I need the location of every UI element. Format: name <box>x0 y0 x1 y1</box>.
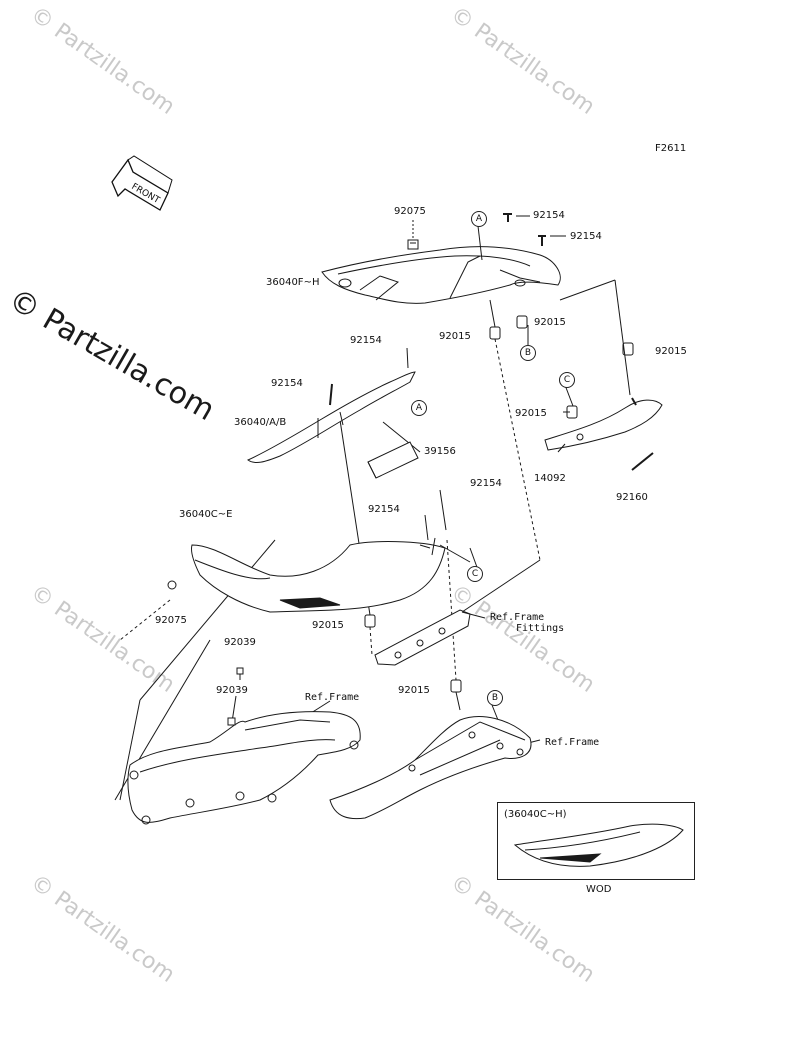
main-frame <box>127 667 361 825</box>
inset-box <box>497 802 695 880</box>
part-label: 92015 <box>312 620 344 631</box>
part-label: 36040C~E <box>179 509 233 520</box>
callout-a: A <box>471 211 487 227</box>
seat-cover-upper <box>321 246 561 304</box>
callout-c: C <box>559 372 575 388</box>
part-label: 36040/A/B <box>234 417 287 428</box>
inset-caption: WOD <box>586 884 612 895</box>
nut-92075-top <box>407 220 419 250</box>
side-trim-36040-A-B <box>247 371 416 464</box>
part-label: 92160 <box>616 492 648 503</box>
part-label: 36040F~H <box>266 277 320 288</box>
part-label: 39156 <box>424 446 456 457</box>
callout-a: A <box>411 400 427 416</box>
pad-39156 <box>367 441 419 479</box>
part-label: 92039 <box>216 685 248 696</box>
part-label: 92154 <box>533 210 565 221</box>
part-label: 92154 <box>368 504 400 515</box>
callout-b: B <box>487 690 503 706</box>
part-label: 92039 <box>224 637 256 648</box>
part-label: 92015 <box>534 317 566 328</box>
part-label: Ref.Frame <box>305 692 360 703</box>
frame-fitting-bracket <box>374 609 486 666</box>
part-label: 92015 <box>515 408 547 419</box>
callout-b: B <box>520 345 536 361</box>
part-label: 92154 <box>271 378 303 389</box>
part-label: Ref.Frame <box>545 737 600 748</box>
bracket-14092 <box>544 397 663 453</box>
part-label: 92075 <box>394 206 426 217</box>
inset-seat-cover <box>513 823 684 867</box>
rear-frame <box>329 716 532 820</box>
figure-code: F2611 <box>655 143 687 154</box>
part-label: 92075 <box>155 615 187 626</box>
part-label: 92015 <box>439 331 471 342</box>
part-label: 92015 <box>655 346 687 357</box>
callout-c: C <box>467 566 483 582</box>
part-label: 92154 <box>570 231 602 242</box>
part-label: Fittings <box>516 623 565 634</box>
part-label: 92015 <box>398 685 430 696</box>
front-arrow-icon: FRONT <box>111 155 173 211</box>
part-label: Ref.Frame <box>490 612 545 623</box>
collars-92015 <box>364 315 634 693</box>
screws-top-right <box>503 213 566 246</box>
inset-title: (36040C~H) <box>504 809 567 820</box>
side-cover-36040C-E <box>167 537 446 613</box>
part-label: 14092 <box>534 473 566 484</box>
part-label: 92154 <box>350 335 382 346</box>
part-label: 92154 <box>470 478 502 489</box>
